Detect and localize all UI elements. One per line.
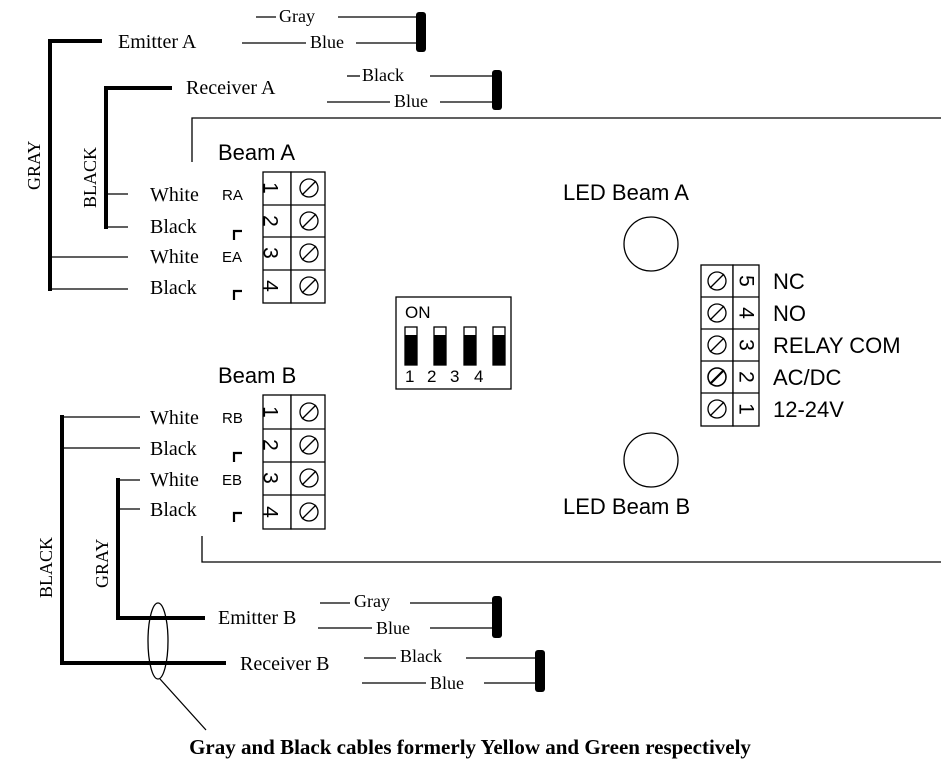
arrow-icon xyxy=(232,451,242,462)
emitter-a-wire-blue: Blue xyxy=(310,32,344,52)
power-label-nc: NC xyxy=(773,269,805,294)
led-beam-b-icon xyxy=(623,432,679,488)
beam-b-wire-1: White xyxy=(150,407,199,429)
beam-a-wire-3: White xyxy=(150,246,199,268)
arrow-icon xyxy=(232,511,242,522)
beam-a-wire-labels: White RA Black White EA Black xyxy=(150,184,243,299)
emitter-b-plug-icon xyxy=(492,596,502,638)
emitter-b-wire-gray: Gray xyxy=(354,591,390,611)
beam-a-code-ra: RA xyxy=(222,187,243,204)
dip-position-2: 2 xyxy=(427,367,436,386)
emitter-a-label: Emitter A xyxy=(118,31,197,53)
dip-position-1: 1 xyxy=(405,367,414,386)
power-terminal-1: 1 xyxy=(735,403,758,415)
beam-a-wire-1: White xyxy=(150,184,199,206)
board-outline-top xyxy=(191,117,941,162)
black-cable-b-label: BLACK xyxy=(36,537,56,598)
dip-switch: ON 1 2 3 4 xyxy=(395,296,512,390)
beam-a-terminal-4: 4 xyxy=(259,280,282,292)
receiver-b-plug-icon xyxy=(535,650,545,692)
beam-b-code-rb: RB xyxy=(222,410,243,427)
beam-b-terminal-4: 4 xyxy=(259,506,282,518)
beam-a-wire-2: Black xyxy=(150,216,197,238)
beam-b-wire-3: White xyxy=(150,469,199,491)
receiver-a-plug-icon xyxy=(492,70,502,110)
beam-b-wire-labels: White RB Black White EB Black xyxy=(150,407,243,521)
power-terminal-2: 2 xyxy=(735,371,758,383)
dip-position-3: 3 xyxy=(450,367,459,386)
led-beam-a-label: LED Beam A xyxy=(563,180,689,205)
receiver-a-wire-black: Black xyxy=(362,65,404,85)
emitter-b-group: Emitter B Gray Blue xyxy=(118,591,502,638)
screw-icons xyxy=(299,402,319,522)
beam-a-code-ea: EA xyxy=(222,249,242,266)
beam-b-wire-4: Black xyxy=(150,499,197,521)
beam-b-title: Beam B xyxy=(218,363,296,388)
dip-toggle-2 xyxy=(434,335,446,365)
black-cable-a-label: BLACK xyxy=(80,147,100,208)
receiver-b-group: Receiver B Black Blue xyxy=(62,646,545,693)
receiver-a-label: Receiver A xyxy=(186,77,276,99)
receiver-b-wire-black: Black xyxy=(400,646,442,666)
gray-cable-a-label: GRAY xyxy=(24,141,44,190)
beam-b-wire-2: Black xyxy=(150,438,197,460)
beam-b-terminal-block: 1 2 3 4 xyxy=(259,394,326,530)
footnote: Gray and Black cables formerly Yellow an… xyxy=(189,735,751,759)
power-label-ac-dc: AC/DC xyxy=(773,365,842,390)
power-label-relay-com: RELAY COM xyxy=(773,333,901,358)
beam-a-title: Beam A xyxy=(218,140,295,165)
receiver-a-wire-blue: Blue xyxy=(394,91,428,111)
beam-a-terminal-2: 2 xyxy=(259,215,282,227)
beam-a-terminal-1: 1 xyxy=(259,182,282,194)
beam-b-terminal-2: 2 xyxy=(259,439,282,451)
emitter-b-wire-blue: Blue xyxy=(376,618,410,638)
dip-on-label: ON xyxy=(405,303,431,322)
power-terminal-4: 4 xyxy=(735,307,758,319)
power-terminal-block: 5 4 3 2 1 xyxy=(700,264,760,427)
beam-b-terminal-1: 1 xyxy=(259,406,282,418)
emitter-b-label: Emitter B xyxy=(218,607,296,629)
receiver-b-label: Receiver B xyxy=(240,653,329,675)
beam-a-terminal-block: 1 2 3 4 xyxy=(259,171,326,304)
power-terminal-3: 3 xyxy=(735,339,758,351)
power-label-voltage: 12-24V xyxy=(773,397,844,422)
beam-a-wire-4: Black xyxy=(150,277,197,299)
receiver-a-group: Receiver A Black Blue xyxy=(106,65,502,111)
screw-icons xyxy=(299,178,319,296)
receiver-b-wire-blue: Blue xyxy=(430,673,464,693)
screw-icons xyxy=(707,271,727,419)
power-terminal-5: 5 xyxy=(735,275,758,287)
led-beam-b-label: LED Beam B xyxy=(563,494,690,519)
led-beam-a-icon xyxy=(623,216,679,272)
power-label-no: NO xyxy=(773,301,806,326)
dip-position-4: 4 xyxy=(474,367,483,386)
gray-cable-b-label: GRAY xyxy=(92,539,112,588)
dip-toggle-3 xyxy=(464,335,476,365)
emitter-a-wire-gray: Gray xyxy=(279,6,315,26)
board-outline-bottom xyxy=(201,536,941,563)
arrow-icon xyxy=(232,229,242,240)
arrow-icon xyxy=(232,289,242,300)
emitter-a-plug-icon xyxy=(416,12,426,52)
emitter-a-group: Emitter A Gray Blue xyxy=(50,6,426,53)
dip-toggle-4 xyxy=(493,335,505,365)
callout-leader xyxy=(159,678,207,731)
beam-a-terminal-3: 3 xyxy=(259,247,282,259)
dip-toggle-1 xyxy=(405,335,417,365)
beam-b-code-eb: EB xyxy=(222,472,242,489)
beam-b-terminal-3: 3 xyxy=(259,472,282,484)
cable-callout-ellipse xyxy=(147,602,169,680)
